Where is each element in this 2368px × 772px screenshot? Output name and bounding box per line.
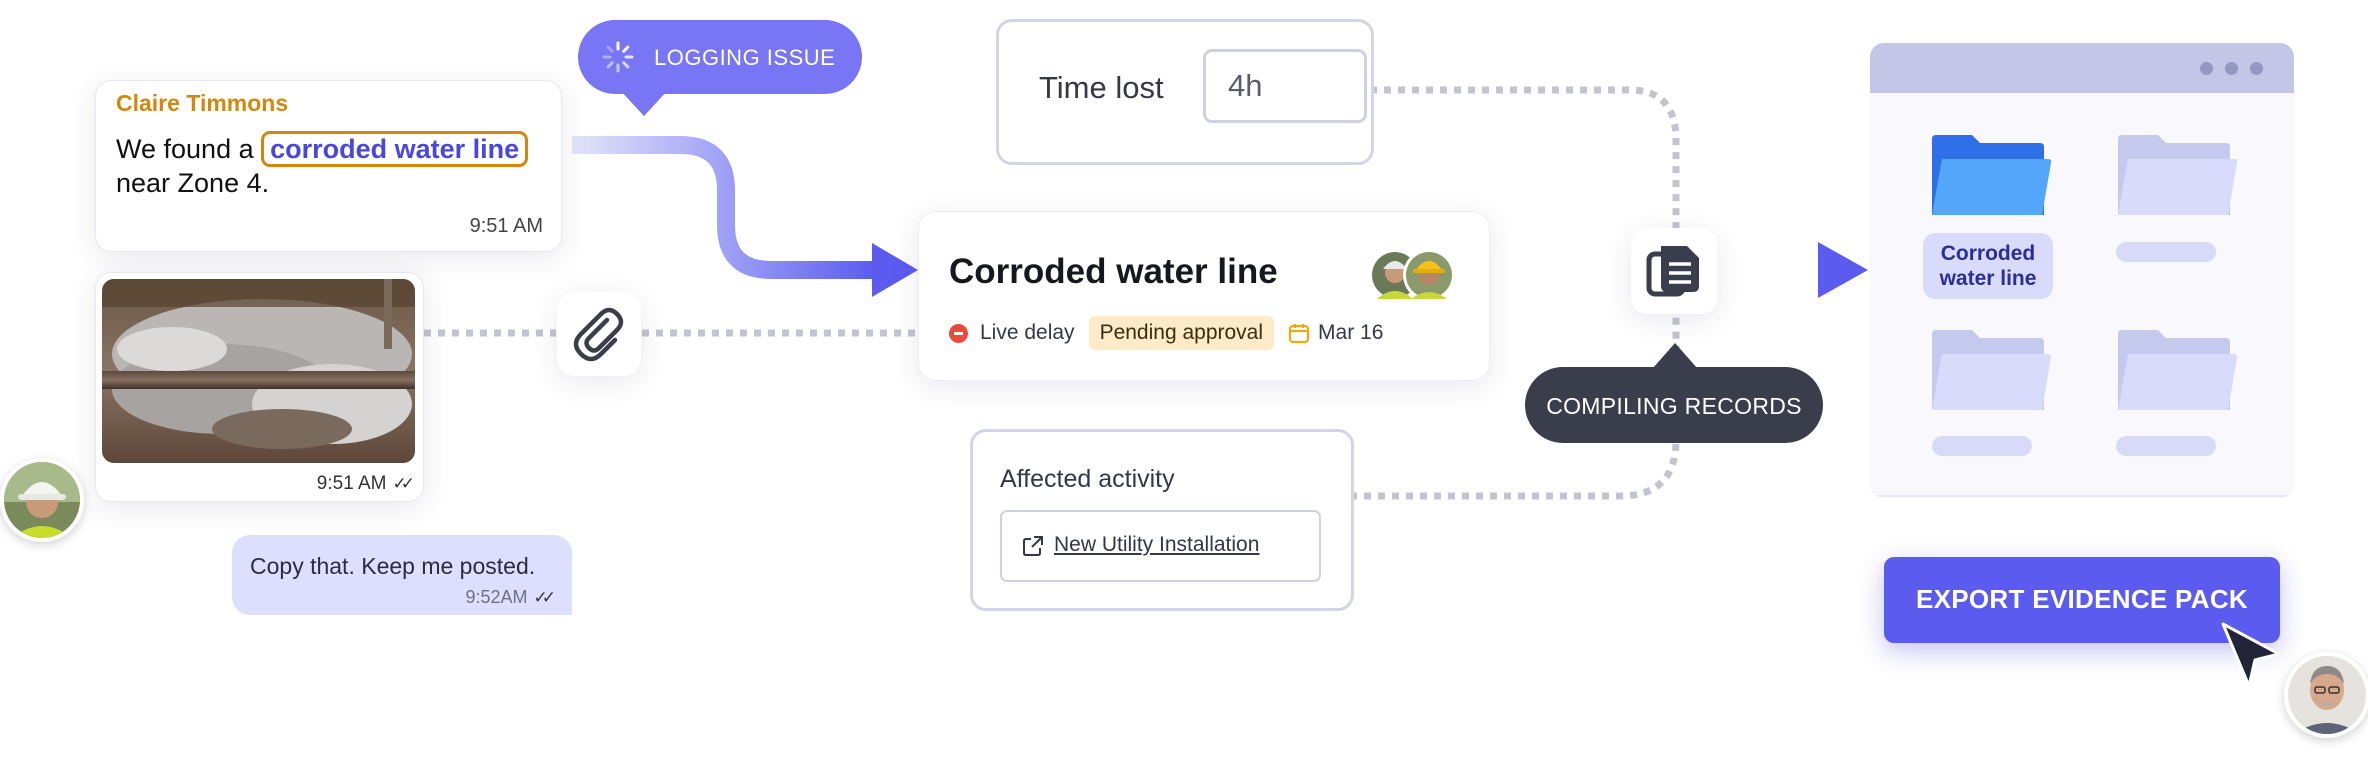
sender-name: Claire Timmons: [116, 90, 289, 116]
documents-icon: [1646, 246, 1699, 297]
folder-icon[interactable]: [1928, 133, 2052, 219]
loading-spinner-icon: [602, 41, 634, 73]
dotted-time-to-doc: [1370, 86, 1680, 228]
affected-activity-label: Affected activity: [1000, 465, 1175, 493]
attachment-button[interactable]: [557, 292, 641, 376]
status-text: Live delay: [980, 321, 1075, 344]
folder-icon[interactable]: [2114, 328, 2238, 414]
activity-link[interactable]: New Utility Installation: [1000, 510, 1321, 582]
message-before: We found a: [116, 134, 262, 164]
highlighted-phrase[interactable]: corroded water line: [261, 131, 529, 167]
double-check-icon: ✓✓: [533, 588, 556, 607]
manager-avatar-image: [2288, 656, 2366, 734]
compile-documents-box: [1631, 228, 1717, 314]
folder-label-line1: Corroded: [1940, 242, 2036, 265]
reply-timestamp: 9:52AM ✓✓: [465, 587, 556, 608]
window-dot: [2225, 62, 2238, 75]
window-divider: [1870, 495, 2294, 497]
assignee-avatars-image: [1369, 249, 1455, 301]
logging-pill-pointer: [620, 90, 668, 116]
placeholder-label: [2116, 242, 2216, 262]
logging-issue-pill: LOGGING ISSUE: [578, 20, 862, 94]
compiling-records-label: COMPILING RECORDS: [1546, 393, 1802, 419]
message-after: near Zone 4.: [116, 168, 270, 198]
issue-card[interactable]: Corroded water line Live delay Pending a…: [918, 211, 1490, 381]
calendar-icon: [1288, 324, 1310, 344]
folder-label-line2: water line: [1939, 267, 2037, 290]
export-button-label: EXPORT EVIDENCE PACK: [1915, 584, 2248, 614]
assignee-avatars[interactable]: [1367, 245, 1467, 305]
flow-arrow-chat-to-issue: [572, 136, 875, 279]
paperclip-icon: [573, 307, 624, 362]
compiling-records-pill: COMPILING RECORDS: [1525, 367, 1823, 443]
activity-link-text[interactable]: New Utility Installation: [1054, 533, 1260, 556]
pipe-photo-image: [102, 279, 415, 463]
issue-meta-row: Live delay Pending approval Mar 16: [949, 316, 1383, 350]
message-timestamp: 9:51 AM: [469, 215, 543, 237]
minus-circle-icon: [949, 323, 968, 343]
pipe-photo[interactable]: [102, 279, 415, 463]
reply-bubble[interactable]: Copy that. Keep me posted. 9:52AM ✓✓: [232, 535, 572, 615]
window-titlebar: [1870, 43, 2294, 93]
export-evidence-pack-button[interactable]: EXPORT EVIDENCE PACK: [1884, 557, 2280, 643]
cursor-arrow-icon: [2221, 622, 2281, 688]
issue-title: Corroded water line: [949, 252, 1278, 291]
placeholder-label: [1932, 436, 2032, 456]
manager-avatar[interactable]: [2284, 652, 2368, 738]
compiling-pill-pointer: [1653, 343, 1697, 368]
arrowhead-window: [1818, 242, 1868, 298]
time-lost-label: Time lost: [1039, 70, 1164, 105]
photo-time-text: 9:51 AM: [316, 473, 387, 494]
dotted-affected-to-doc: [1350, 314, 1680, 500]
reply-time-text: 9:52AM: [465, 587, 528, 607]
logging-issue-label: LOGGING ISSUE: [654, 45, 836, 70]
message-text: We found a corroded water line near Zone…: [116, 131, 546, 199]
folder-icon[interactable]: [1928, 328, 2052, 414]
issue-date: Mar 16: [1288, 321, 1383, 345]
reply-text: Copy that. Keep me posted.: [250, 553, 536, 579]
chat-message[interactable]: Claire Timmons We found a corroded water…: [95, 80, 562, 252]
arrowhead-issue: [872, 243, 918, 297]
time-lost-panel: Time lost 4h: [996, 19, 1374, 165]
external-link-icon: [1023, 536, 1043, 556]
photo-message[interactable]: 9:51 AM ✓✓: [95, 272, 424, 502]
date-text: Mar 16: [1318, 321, 1384, 344]
double-check-icon: ✓✓: [392, 474, 415, 493]
folder-icon[interactable]: [2114, 133, 2238, 219]
window-dot: [2250, 62, 2263, 75]
pending-approval-badge: Pending approval: [1088, 316, 1275, 350]
window-dot: [2200, 62, 2213, 75]
affected-activity-panel: Affected activity New Utility Installati…: [970, 429, 1354, 611]
worker-avatar[interactable]: [0, 458, 84, 542]
photo-timestamp: 9:51 AM ✓✓: [316, 473, 415, 495]
placeholder-label: [2116, 436, 2216, 456]
time-lost-input[interactable]: 4h: [1203, 49, 1367, 123]
worker-avatar-image: [4, 462, 80, 538]
status-live-delay: Live delay: [949, 321, 1075, 345]
